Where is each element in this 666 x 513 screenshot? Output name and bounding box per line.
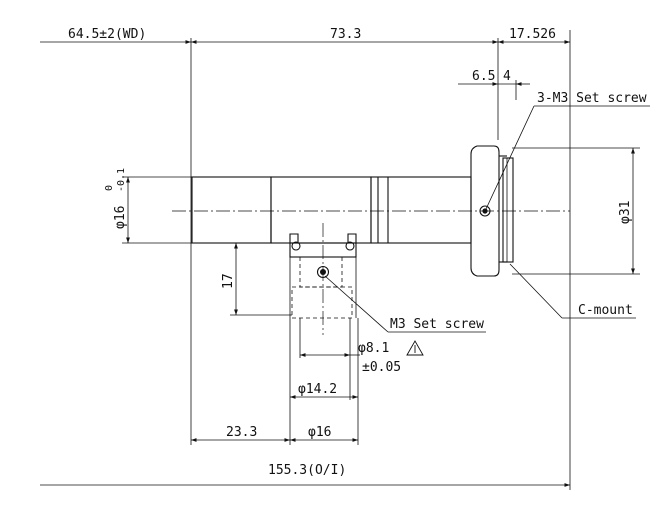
m3-set-screw-label: M3 Set screw <box>390 317 484 332</box>
dim-height-17: 17 <box>221 243 238 315</box>
tol-pm-label: ±0.05 <box>362 360 401 375</box>
extension-lines <box>122 30 640 490</box>
dim-total: 155.3(O/I) <box>40 463 570 487</box>
set-screw-3-callout: 3-M3 Set screw <box>485 91 650 210</box>
total-label: 155.3(O/I) <box>268 463 346 478</box>
height-17-label: 17 <box>221 273 236 289</box>
side-port <box>289 233 357 319</box>
c-mount-callout: C-mount <box>509 263 636 319</box>
dia-16-port-label: φ16 <box>308 425 331 440</box>
datum-triangle-icon <box>406 340 424 356</box>
set-screw-3-label: 3-M3 Set screw <box>537 91 647 106</box>
m3-set-screw-callout: M3 Set screw <box>324 275 486 333</box>
dia-31-label: φ31 <box>618 201 633 224</box>
tol-upper-label: 0 <box>104 185 115 191</box>
top-dimension: 64.5±2(WD) 73.3 17.526 <box>40 27 570 44</box>
len-17-526-label: 17.526 <box>509 27 556 42</box>
dim-8-1: φ8.1 ±0.05 <box>300 340 424 375</box>
len-73-3-label: 73.3 <box>330 27 361 42</box>
dia-14-2-label: φ14.2 <box>298 382 337 397</box>
dim-flange-diameter: φ31 <box>618 148 635 274</box>
dia-8-1-label: φ8.1 <box>358 341 389 356</box>
dim-bottom-row: 23.3 φ16 <box>191 425 358 442</box>
dim-tube-diameter: φ16 0 -0.1 <box>104 168 130 243</box>
center-lines <box>172 210 570 335</box>
len-6-5-label: 6.5 <box>472 69 495 84</box>
len-4-label: 4 <box>503 69 511 84</box>
dim-14-2: φ14.2 <box>290 382 358 399</box>
tol-lower-label: -0.1 <box>116 168 127 192</box>
len-23-3-label: 23.3 <box>226 425 257 440</box>
c-mount-label: C-mount <box>578 303 633 318</box>
dia-16-tube-label: φ16 <box>113 206 128 229</box>
dim-6-5-4: 6.5 4 <box>458 69 530 86</box>
wd-label: 64.5±2(WD) <box>68 27 146 42</box>
